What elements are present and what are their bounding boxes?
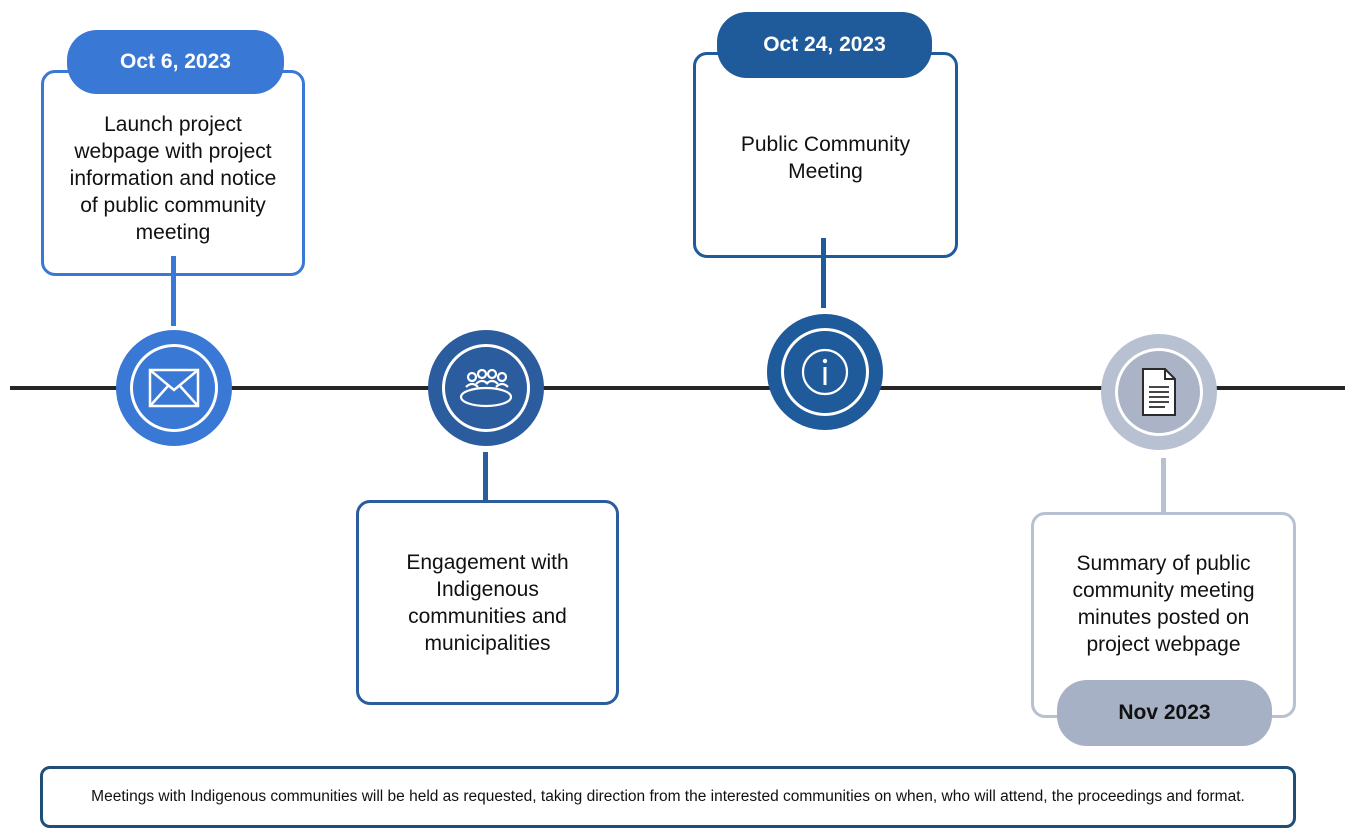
milestone-1-date: Oct 6, 2023 [67,30,284,94]
milestone-2-text: Engagement with Indigenous communities a… [406,550,569,655]
milestone-1-box: Launch project webpage with project info… [41,70,305,276]
milestone-3-text: Public Community Meeting [740,133,911,183]
milestone-2-node [428,330,544,446]
milestone-3-connector [821,238,826,308]
document-icon [1142,368,1176,416]
footnote-box: Meetings with Indigenous communities wil… [40,766,1296,828]
milestone-4-date: Nov 2023 [1057,680,1272,746]
milestone-1-text: Launch project webpage with project info… [69,112,277,244]
milestone-1-connector [171,256,176,326]
milestone-3-box: Public Community Meeting [693,52,958,258]
milestone-2-connector [483,452,488,520]
milestone-1-node [116,330,232,446]
milestone-4-text: Summary of public community meeting minu… [1072,552,1255,656]
group-meeting-icon [459,368,513,408]
milestone-4-node [1101,334,1217,450]
info-icon [801,348,849,396]
milestone-2-box: Engagement with Indigenous communities a… [356,500,619,705]
footnote-text: Meetings with Indigenous communities wil… [91,788,1245,805]
milestone-3-node [767,314,883,430]
timeline-axis [10,386,1345,390]
milestone-3-date: Oct 24, 2023 [717,12,932,78]
milestone-4-connector [1161,458,1166,530]
envelope-icon [148,368,200,408]
